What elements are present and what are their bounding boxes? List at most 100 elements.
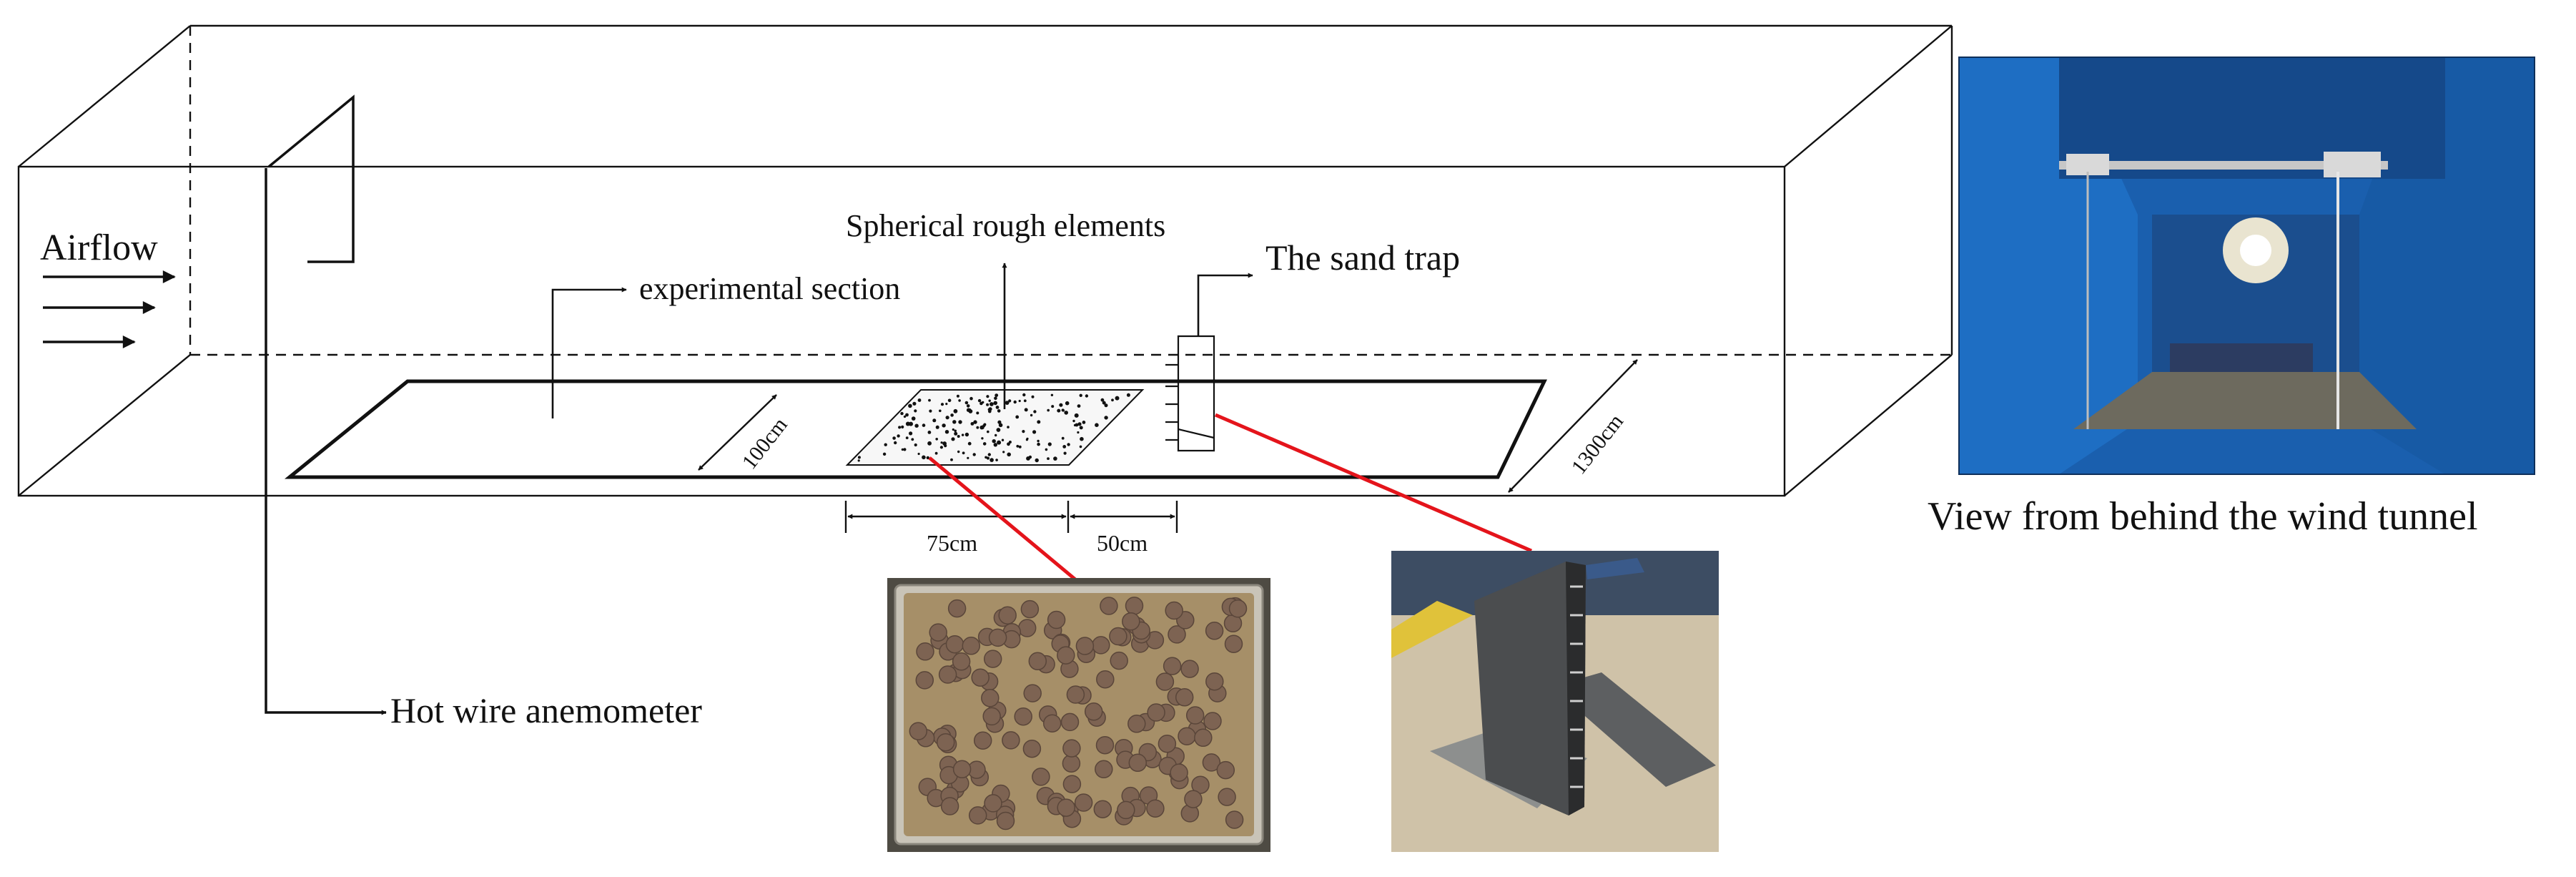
sand-trap-leader (1197, 273, 1253, 336)
rough-element-dot (994, 396, 997, 401)
rough-element-sphere (1100, 597, 1118, 615)
rough-element-dot (995, 433, 997, 437)
rough-element-sphere (1203, 712, 1222, 730)
rough-element-sphere (1062, 775, 1082, 793)
rough-element-sphere (1028, 652, 1047, 671)
rough-element-sphere (998, 606, 1017, 624)
rough-element-dot (922, 455, 926, 460)
dim-100cm-label: 100cm (738, 413, 792, 474)
rough-element-dot (945, 403, 948, 406)
rough-element-sphere (936, 733, 955, 752)
rough-element-dot (951, 437, 955, 441)
rough-element-dot (957, 450, 960, 454)
rough-element-dot (990, 458, 994, 462)
rough-element-dot (995, 393, 999, 397)
sand-trap-photo (1391, 551, 1719, 852)
rough-element-dot (1079, 445, 1082, 449)
rough-element-sphere (973, 731, 992, 750)
rough-element-dot (968, 409, 973, 413)
rough-element-sphere (988, 628, 1007, 647)
tunnel-view-caption: View from behind the wind tunnel (1928, 494, 2478, 539)
rough-element-dot (1095, 423, 1099, 427)
dim-75cm-label: 75cm (927, 530, 977, 556)
sand-trap-label: The sand trap (1265, 237, 1460, 278)
rough-element-dot (987, 408, 990, 411)
rough-element-dot (1111, 398, 1114, 402)
rough-element-sphere (1125, 597, 1144, 615)
rough-element-dot (952, 420, 957, 424)
rough-element-dot (1018, 445, 1022, 449)
rough-element-sphere (1060, 712, 1080, 732)
rough-element-dot (953, 408, 958, 413)
rough-element-sphere (1020, 599, 1040, 619)
rough-element-dot (988, 399, 991, 402)
rough-element-sphere (1180, 660, 1199, 678)
rough-element-dot (973, 420, 977, 424)
rough-element-dot (1007, 426, 1010, 428)
rough-element-dot (942, 441, 947, 446)
rough-element-dot (1005, 401, 1010, 405)
rough-element-dot (905, 413, 909, 417)
dim-1300cm-label: 1300cm (1567, 410, 1629, 479)
rough-element-sphere (1205, 672, 1224, 691)
hot-wire-anemometer-label: Hot wire anemometer (390, 690, 702, 730)
rough-element-dot (976, 411, 979, 415)
rough-element-sphere (1178, 727, 1196, 745)
rough-element-dot (892, 436, 896, 440)
dim-100cm-line (698, 394, 777, 471)
rough-element-sphere (1170, 763, 1188, 782)
rough-element-sphere (1057, 646, 1075, 665)
rough-element-dot (1061, 436, 1065, 440)
rough-element-sphere (1110, 651, 1128, 670)
rough-element-dot (1050, 393, 1054, 396)
rough-element-dot (967, 456, 969, 459)
rough-element-dot (1026, 456, 1030, 461)
rough-element-sphere (945, 635, 964, 654)
rough-element-dot (940, 403, 944, 406)
connector-rough-patch-photo (928, 456, 1081, 584)
rough-element-sphere (1155, 672, 1175, 691)
rough-element-dot (914, 443, 917, 447)
rough-element-sphere (1032, 768, 1050, 786)
rough-element-dot (987, 430, 990, 433)
rough-element-dot (1022, 430, 1025, 433)
rough-element-dot (1077, 431, 1080, 434)
rough-element-dot (909, 431, 913, 436)
airflow-label: Airflow (40, 227, 158, 268)
spherical-rough-elements-label: Spherical rough elements (846, 208, 1165, 243)
rough-element-dot (969, 396, 973, 401)
tunnel-view-photo (1958, 57, 2535, 475)
rough-element-dot (903, 448, 907, 451)
rough-element-sphere (940, 797, 959, 815)
rough-element-dot (857, 456, 861, 459)
rough-element-dot (1032, 430, 1037, 434)
rough-element-sphere (915, 671, 934, 690)
rough-element-sphere (1147, 703, 1165, 722)
rough-element-sphere (1117, 800, 1135, 820)
rough-element-dot (905, 436, 909, 439)
rough-element-dot (1082, 421, 1086, 424)
rough-element-dot (945, 416, 949, 420)
rough-element-sphere (984, 794, 1002, 813)
rough-element-dot (1031, 395, 1035, 398)
rough-element-dot (964, 401, 969, 405)
rough-element-dot (986, 456, 990, 460)
rough-element-sphere (971, 668, 990, 687)
rough-element-dot (914, 423, 919, 428)
rough-element-sphere (1158, 734, 1177, 753)
rough-element-sphere (1194, 728, 1213, 748)
rough-element-sphere (1023, 684, 1042, 702)
rough-element-sphere (962, 637, 981, 655)
rough-element-dot (1115, 396, 1120, 401)
rough-element-sphere (1218, 788, 1236, 806)
rough-element-sphere (968, 806, 987, 825)
rough-element-dot (1064, 411, 1068, 415)
rough-element-sphere (1185, 706, 1205, 725)
rough-element-dot (1079, 393, 1082, 397)
rough-element-spheres (909, 597, 1248, 831)
rough-element-dot (1002, 451, 1005, 454)
rough-element-dot (1033, 410, 1037, 413)
connector-sand-trap-photo (1215, 413, 1532, 553)
rough-element-dot (1037, 439, 1040, 443)
tunnel-wireframe (17, 24, 1953, 497)
